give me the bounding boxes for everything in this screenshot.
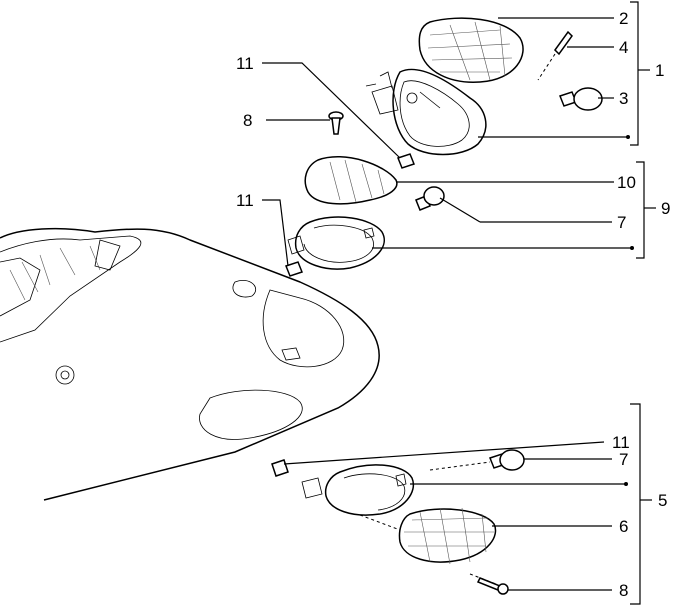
callout-11-lower: 11 — [612, 433, 630, 452]
callout-11-middle: 11 — [236, 191, 254, 210]
bulb-part-7-lower — [429, 449, 525, 471]
screw-part-8-upper — [328, 111, 344, 135]
group-bracket-5 — [630, 403, 652, 605]
bracket-part-11-middle — [285, 261, 303, 277]
callout-3: 3 — [619, 89, 628, 108]
callout-5: 5 — [658, 491, 667, 510]
callout-4: 4 — [619, 38, 628, 57]
lens-part-10 — [304, 156, 398, 205]
bulb-part-3 — [559, 87, 603, 111]
screw-part-4 — [537, 30, 573, 81]
screw-part-8-lower — [469, 573, 509, 595]
bracket-part-11-upper — [397, 153, 415, 169]
callout-10: 10 — [617, 173, 636, 192]
callout-8-upper: 8 — [243, 111, 252, 130]
leader-lines — [262, 17, 634, 591]
bulb-part-7-middle — [415, 186, 445, 211]
body-shield — [0, 227, 380, 501]
callout-1: 1 — [655, 61, 664, 80]
callout-7-middle: 7 — [617, 213, 626, 232]
housing-part-9 — [287, 216, 385, 270]
housing-part-1 — [365, 68, 487, 156]
callout-labels: 2 4 3 1 11 8 10 11 7 9 11 7 5 6 8 — [236, 9, 670, 600]
group-bracket-1 — [630, 1, 650, 146]
housing-part-5 — [301, 464, 415, 531]
callout-9: 9 — [661, 199, 670, 218]
lens-part-6 — [398, 507, 497, 565]
callout-8-lower: 8 — [619, 581, 628, 600]
callout-11-upper: 11 — [236, 54, 254, 73]
group-bracket-9 — [636, 161, 656, 259]
callout-2: 2 — [619, 9, 628, 28]
callout-6: 6 — [619, 517, 628, 536]
lens-part-2 — [418, 17, 524, 83]
callout-7-lower: 7 — [619, 450, 628, 469]
bracket-part-11-lower — [271, 459, 289, 477]
